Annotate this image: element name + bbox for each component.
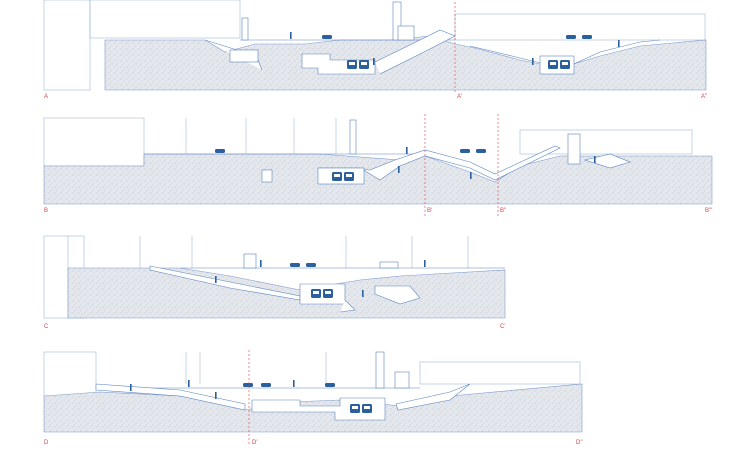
train-icon — [347, 60, 369, 69]
ramp-up — [395, 383, 471, 411]
section-label-b-cut2: B'' — [500, 208, 507, 214]
canopy — [394, 371, 410, 389]
section-label-a-cut: A' — [457, 94, 463, 100]
section-label-b-cut1: B' — [427, 208, 433, 214]
station-box — [251, 397, 386, 421]
section-d — [43, 350, 583, 446]
elevator-shaft — [241, 17, 249, 41]
elevator-shaft — [243, 253, 257, 269]
train-icon — [350, 404, 372, 413]
building-outline — [43, 0, 91, 91]
station-box — [299, 283, 346, 305]
building-outline — [89, 0, 241, 39]
canopy — [397, 25, 415, 41]
pedestrian-icon — [398, 147, 596, 179]
building-outline — [519, 129, 693, 155]
section-label-a-end: A'' — [701, 94, 708, 100]
elevator-shaft — [349, 119, 357, 155]
building-outline — [43, 117, 145, 167]
section-label-c-start: C — [44, 324, 49, 330]
passage-box — [261, 169, 273, 183]
section-b — [43, 114, 713, 216]
car-icon — [322, 35, 592, 39]
section-label-c-end: C' — [500, 324, 506, 330]
train-icon — [311, 289, 333, 298]
ramp-up — [374, 29, 456, 75]
section-c — [43, 235, 506, 319]
section-label-d-cut: D' — [252, 440, 258, 446]
train-icon — [548, 60, 570, 69]
section-label-b-start: B — [44, 208, 49, 214]
ramp-up — [374, 285, 421, 305]
car-icon — [215, 149, 486, 153]
ramp-down — [583, 153, 631, 169]
station-box — [317, 145, 561, 181]
section-label-b-end: B''' — [705, 208, 713, 214]
station-box — [301, 53, 376, 75]
building-outline — [419, 361, 581, 385]
section-a — [43, 0, 707, 92]
section-label-d-start: D — [44, 440, 49, 446]
underground-ramp — [95, 383, 246, 411]
pedestrian-icon — [290, 32, 620, 65]
passage-box — [229, 49, 259, 63]
building-outline — [43, 351, 97, 397]
pedestrian-icon — [130, 380, 295, 399]
pedestrian-icon — [215, 260, 426, 297]
ramp-down — [339, 299, 356, 313]
section-label-a-start: A — [44, 94, 49, 100]
train-icon — [332, 172, 354, 181]
elevator-shaft — [392, 1, 402, 41]
canopy — [379, 261, 399, 269]
ground-mass — [104, 35, 707, 91]
section-label-d-end: D'' — [576, 440, 583, 446]
building-outline — [454, 13, 706, 41]
elevator-shaft — [375, 351, 385, 389]
car-icon — [243, 383, 335, 387]
car-icon — [290, 263, 316, 267]
stair-tower — [567, 133, 581, 165]
